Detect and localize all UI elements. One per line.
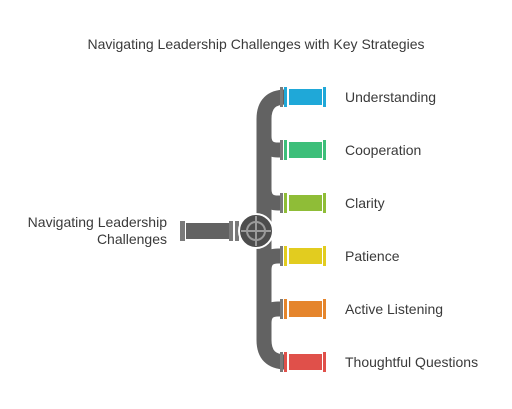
- connector-flange: [280, 246, 283, 266]
- strategy-label: Active Listening: [345, 301, 444, 317]
- branch-pipe: [256, 248, 281, 271]
- connector-2: [289, 195, 322, 211]
- input-flange: [180, 221, 185, 241]
- branch-pipe: [256, 301, 281, 324]
- connector-flange: [280, 140, 283, 160]
- connector-5: [289, 354, 322, 370]
- connector-1: [289, 142, 322, 158]
- connector-cap: [323, 87, 326, 107]
- connector-ring: [284, 299, 287, 319]
- connector-4: [289, 301, 322, 317]
- connector-flange: [280, 299, 283, 319]
- source-label-line-2: Challenges: [96, 231, 167, 247]
- input-pipe: [186, 223, 230, 239]
- connector-cap: [323, 299, 326, 319]
- input-flange: [229, 221, 233, 241]
- connector-cap: [323, 246, 326, 266]
- strategy-label: Cooperation: [345, 142, 422, 158]
- source-label-line-1: Navigating Leadership: [27, 214, 167, 230]
- connector-cap: [323, 352, 326, 372]
- connector-flange: [280, 193, 283, 213]
- source-label: Navigating Leadership Challenges: [0, 214, 167, 248]
- connector-cap: [323, 140, 326, 160]
- strategy-label: Understanding: [345, 89, 437, 105]
- strategy-label: Clarity: [345, 195, 385, 211]
- connector-ring: [284, 246, 287, 266]
- strategy-label: Patience: [345, 248, 400, 264]
- connector-3: [289, 248, 322, 264]
- connector-cap: [323, 193, 326, 213]
- strategy-label: Thoughtful Questions: [345, 354, 479, 370]
- connector-ring: [284, 193, 287, 213]
- input-flange: [235, 221, 239, 241]
- connector-ring: [284, 352, 287, 372]
- connector-flange: [280, 352, 283, 372]
- branch-pipe: [256, 188, 281, 211]
- connector-flange: [280, 87, 283, 107]
- connector-ring: [284, 87, 287, 107]
- connector-ring: [284, 140, 287, 160]
- branch-pipe: [256, 135, 281, 158]
- page-title: Navigating Leadership Challenges with Ke…: [87, 36, 425, 52]
- connector-0: [289, 89, 322, 105]
